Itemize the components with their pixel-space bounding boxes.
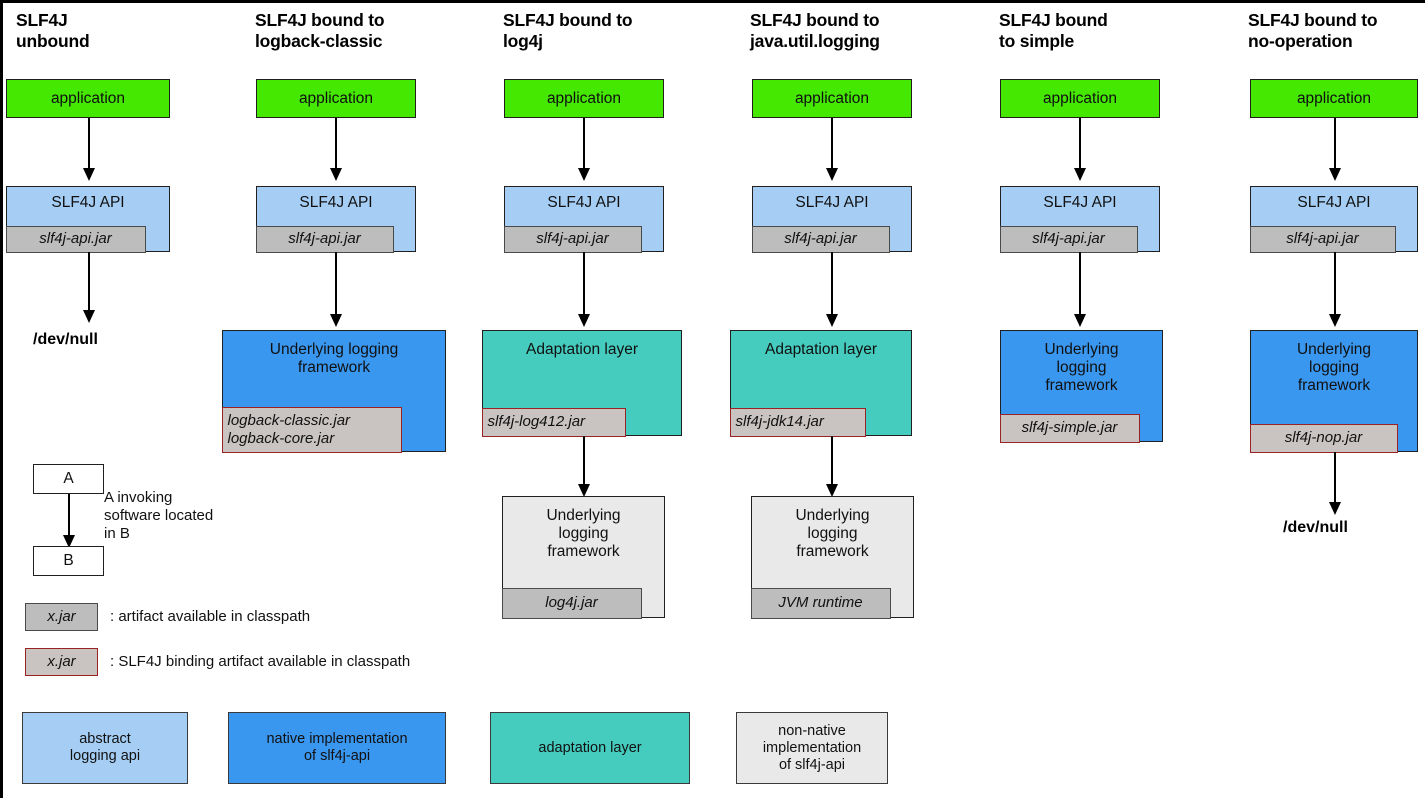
box-label: Adaptation layer bbox=[764, 341, 878, 358]
box-label: Adaptation layer bbox=[525, 341, 639, 358]
box-slf4j-api-jul: SLF4J API slf4j-api.jar bbox=[751, 186, 912, 253]
box-adaptation-layer-jul: Adaptation layer slf4j-jdk14.jar bbox=[729, 330, 912, 437]
legend-box-b: B bbox=[33, 546, 104, 576]
jar-chip-slf4j-api: slf4j-api.jar bbox=[751, 225, 890, 253]
legend-swatch-adaptation-layer: adaptation layer bbox=[490, 712, 690, 784]
frame-left-edge bbox=[0, 0, 3, 798]
jar-chip-slf4j-api: slf4j-api.jar bbox=[999, 225, 1138, 253]
box-slf4j-api-unbound: SLF4J API slf4j-api.jar bbox=[5, 186, 170, 253]
box-slf4j-api-log4j: SLF4J API slf4j-api.jar bbox=[503, 186, 664, 253]
legend-arrow-description: A invoking software located in B bbox=[104, 489, 214, 542]
jar-chip-jvm-runtime: JVM runtime bbox=[750, 587, 891, 619]
legend-swatch-non-native-implementation: non-native implementation of slf4j-api bbox=[736, 712, 888, 784]
jar-chip-slf4j-api: slf4j-api.jar bbox=[1249, 225, 1396, 253]
legend-swatch-label: abstract logging api bbox=[69, 731, 141, 764]
legend-swatch-label: native implementation of slf4j-api bbox=[266, 731, 408, 764]
box-underlying-framework-nop: Underlying logging framework slf4j-nop.j… bbox=[1249, 330, 1418, 453]
box-label: Underlying logging framework bbox=[1296, 341, 1372, 394]
legend-box-b-label: B bbox=[63, 552, 74, 569]
box-application-nop: application bbox=[1250, 79, 1418, 118]
column-title-unbound: SLF4J unbound bbox=[16, 10, 90, 51]
box-underlying-framework-log4j: Underlying logging framework log4j.jar bbox=[501, 496, 665, 619]
jar-chip-log4j: log4j.jar bbox=[501, 587, 642, 619]
legend-swatch-label: adaptation layer bbox=[538, 739, 642, 756]
jar-chip-logback: logback-classic.jar logback-core.jar bbox=[221, 406, 402, 453]
legend-binding-description: : SLF4J binding artifact available in cl… bbox=[110, 653, 411, 670]
box-label: application bbox=[50, 90, 126, 107]
frame-top-edge bbox=[0, 0, 1425, 3]
jar-chip-slf4j-nop: slf4j-nop.jar bbox=[1249, 423, 1398, 453]
legend-box-a: A bbox=[33, 464, 104, 494]
legend-artifact-description: : artifact available in classpath bbox=[110, 608, 311, 625]
legend-artifact-chip: x.jar bbox=[25, 603, 98, 631]
box-label: application bbox=[546, 90, 622, 107]
box-application-logback: application bbox=[256, 79, 416, 118]
jar-chip-slf4j-api: slf4j-api.jar bbox=[503, 225, 642, 253]
box-application-simple: application bbox=[1000, 79, 1160, 118]
box-slf4j-api-simple: SLF4J API slf4j-api.jar bbox=[999, 186, 1160, 253]
legend-swatch-abstract-logging-api: abstract logging api bbox=[22, 712, 188, 784]
box-label: Underlying logging framework bbox=[546, 507, 621, 560]
box-label: SLF4J API bbox=[547, 194, 621, 211]
column-title-simple: SLF4J bound to simple bbox=[999, 10, 1108, 51]
jar-chip-slf4j-api: slf4j-api.jar bbox=[255, 225, 394, 253]
box-application-jul: application bbox=[752, 79, 912, 118]
box-label: application bbox=[794, 90, 870, 107]
jar-chip-slf4j-simple: slf4j-simple.jar bbox=[999, 413, 1140, 443]
box-application-unbound: application bbox=[6, 79, 170, 118]
legend-binding-chip: x.jar bbox=[25, 648, 98, 676]
box-label: application bbox=[1042, 90, 1118, 107]
box-label: SLF4J API bbox=[51, 194, 125, 211]
box-underlying-framework-logback: Underlying logging framework logback-cla… bbox=[221, 330, 446, 453]
terminal-devnull-unbound: /dev/null bbox=[33, 331, 98, 348]
jar-chip-slf4j-api: slf4j-api.jar bbox=[5, 225, 146, 253]
legend-box-a-label: A bbox=[63, 470, 74, 487]
box-label: SLF4J API bbox=[299, 194, 373, 211]
jar-chip-slf4j-log412: slf4j-log412.jar bbox=[481, 407, 626, 437]
box-label: Underlying logging framework bbox=[269, 341, 399, 376]
legend-swatch-label: non-native implementation of slf4j-api bbox=[762, 722, 862, 773]
legend-swatch-native-implementation: native implementation of slf4j-api bbox=[228, 712, 446, 784]
column-title-logback-classic: SLF4J bound to logback-classic bbox=[255, 10, 385, 51]
box-label: SLF4J API bbox=[1297, 194, 1371, 211]
column-title-no-operation: SLF4J bound to no-operation bbox=[1248, 10, 1378, 51]
box-underlying-framework-simple: Underlying logging framework slf4j-simpl… bbox=[999, 330, 1163, 443]
box-label: SLF4J API bbox=[1043, 194, 1117, 211]
box-label: application bbox=[298, 90, 374, 107]
box-slf4j-api-nop: SLF4J API slf4j-api.jar bbox=[1249, 186, 1418, 253]
box-adaptation-layer-log4j: Adaptation layer slf4j-log412.jar bbox=[481, 330, 682, 437]
terminal-devnull-nop: /dev/null bbox=[1283, 519, 1348, 536]
box-slf4j-api-logback: SLF4J API slf4j-api.jar bbox=[255, 186, 416, 253]
column-title-java-util-logging: SLF4J bound to java.util.logging bbox=[750, 10, 880, 51]
box-label: Underlying logging framework bbox=[795, 507, 870, 560]
jar-chip-slf4j-jdk14: slf4j-jdk14.jar bbox=[729, 407, 866, 437]
box-underlying-framework-jul: Underlying logging framework JVM runtime bbox=[750, 496, 914, 619]
box-label: application bbox=[1296, 90, 1372, 107]
column-title-log4j: SLF4J bound to log4j bbox=[503, 10, 633, 51]
box-label: Underlying logging framework bbox=[1044, 341, 1119, 394]
box-application-log4j: application bbox=[504, 79, 664, 118]
box-label: SLF4J API bbox=[795, 194, 869, 211]
